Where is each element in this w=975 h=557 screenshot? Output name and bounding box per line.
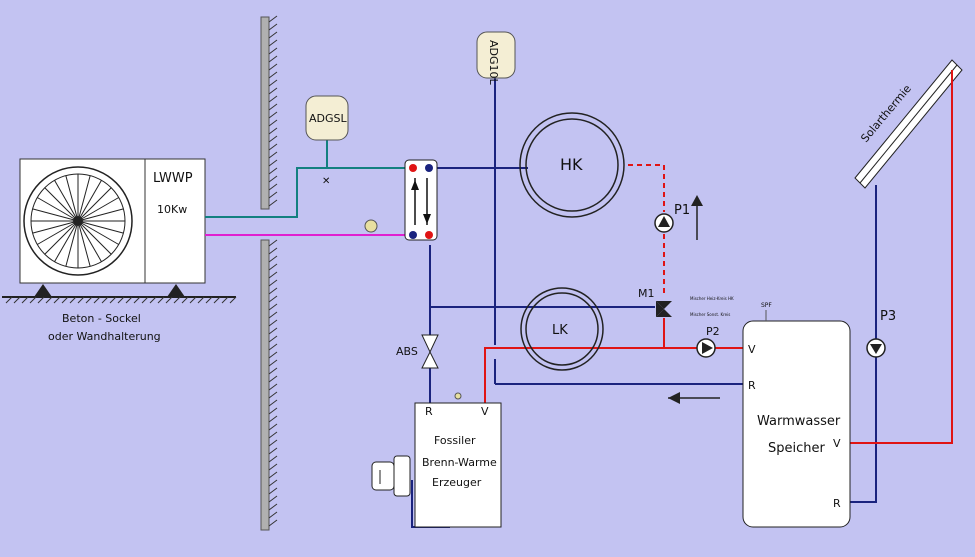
- boiler-line2: Brenn-Warme: [422, 456, 497, 469]
- boiler-line1: Fossiler: [434, 434, 476, 447]
- teal-pipe: [205, 167, 410, 218]
- pump-p2: P2: [696, 325, 720, 358]
- hot-water-tank: V R Warmwasser Speicher V R SPF: [742, 302, 851, 528]
- burner-icon: [371, 455, 411, 497]
- heat-pump-unit: LWWP 10Kw: [19, 158, 206, 297]
- solar-collector: Solarthermie: [854, 59, 963, 189]
- boiler-v: V: [481, 405, 489, 418]
- base-label: Beton - Sockel: [62, 312, 141, 325]
- m1-label: M1: [638, 287, 655, 300]
- tank-r-top: R: [748, 379, 756, 392]
- valve-abs: ABS: [396, 334, 439, 369]
- tank-line1: Warmwasser: [757, 414, 841, 429]
- tank-v-bottom: V: [833, 437, 841, 450]
- boiler-r: R: [425, 405, 433, 418]
- adg10l-tank: ADG10L: [476, 31, 516, 86]
- fan-icon: [23, 166, 133, 276]
- heat-pump-title: LWWP: [153, 171, 193, 186]
- adgsl-tank: ADGSL ✕: [305, 95, 349, 187]
- lk-label: LK: [552, 323, 568, 338]
- p2-label: P2: [706, 325, 720, 338]
- circuit-lk: LK: [520, 287, 604, 371]
- sensor-icon: [364, 219, 378, 233]
- teal-valve-icon: ✕: [322, 176, 330, 187]
- adgsl-label: ADGSL: [309, 112, 348, 125]
- p1-label: P1: [674, 203, 690, 218]
- abs-label: ABS: [396, 345, 418, 358]
- base-label-2: oder Wandhalterung: [48, 330, 161, 343]
- tank-line2: Speicher: [768, 441, 825, 456]
- heating-circuit-hk: HK: [519, 112, 625, 218]
- wall: [260, 15, 278, 531]
- pump-p3: P3: [866, 309, 896, 358]
- tank-v-top: V: [748, 343, 756, 356]
- pump-p1: P1: [654, 195, 703, 240]
- heat-pump-power: 10Kw: [157, 203, 187, 216]
- arrow-icon: [668, 392, 720, 404]
- ground: [2, 296, 237, 304]
- adg10l-label: ADG10L: [487, 40, 500, 86]
- spf-label: SPF: [761, 302, 772, 309]
- boiler: R V Fossiler Brenn-Warme Erzeuger: [414, 392, 502, 528]
- heat-exchanger: [404, 159, 438, 241]
- m1-note1: Mischer Heiz-Kreis HK: [690, 296, 734, 301]
- mixer-m1: M1 Mischer Heiz-Kreis HK Mischer Sonst. …: [638, 287, 734, 317]
- tank-r-bottom: R: [833, 497, 841, 510]
- m1-note2: Mischer Sonst. Kreis: [690, 312, 730, 317]
- p3-label: P3: [880, 309, 896, 324]
- red-pipes: [484, 70, 953, 444]
- hk-label: HK: [560, 155, 583, 174]
- boiler-line3: Erzeuger: [432, 476, 482, 489]
